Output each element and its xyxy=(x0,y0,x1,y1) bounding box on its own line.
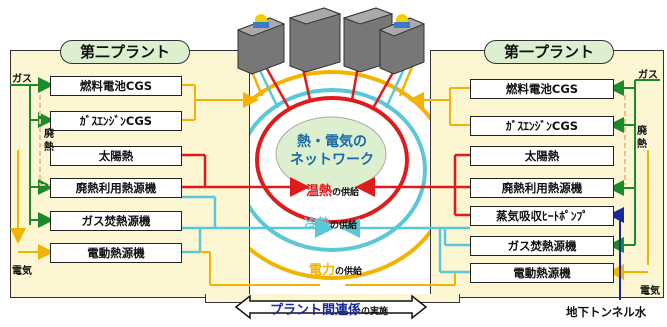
network-title-line1: 熱・電気の xyxy=(297,134,367,150)
bottom-double-arrow xyxy=(234,294,428,320)
hot-supply-label: 温熱の供給 xyxy=(306,180,359,199)
plant-linkage-suffix: の実施 xyxy=(361,307,389,317)
right-equipment-gas-engine: ｶﾞｽｴﾝｼﾞﾝCGS xyxy=(470,116,614,136)
electricity-label-left: 電気 xyxy=(12,266,32,277)
waste-heat-label-right: 廃 熱 xyxy=(637,126,647,150)
right-equipment-steam-absorption-heat-pump: 蒸気吸収ﾋｰﾄﾎﾟﾝﾌﾟ xyxy=(470,206,614,226)
hot-supply-suffix: の供給 xyxy=(332,188,360,198)
cold-supply-label: 冷熱の供給 xyxy=(304,213,357,232)
left-hot-lines xyxy=(180,153,310,197)
right-hot-lines xyxy=(355,153,470,217)
gas-label-left: ガス xyxy=(12,74,32,85)
waste-heat-label-left: 廃 熱 xyxy=(44,129,54,153)
right-equipment-electric-chiller: 電動熱源機 xyxy=(470,263,614,283)
power-supply-label: 電力の供給 xyxy=(309,259,362,278)
right-equipment-solar-heat: 太陽熱 xyxy=(470,146,614,166)
hot-supply-main: 温熱 xyxy=(306,184,333,199)
network-title-line2: ネットワーク xyxy=(290,152,374,168)
plant-linkage-main: プラント間連係 xyxy=(270,303,362,318)
left-equipment-gas-engine: ｶﾞｽｴﾝｼﾞﾝCGS xyxy=(50,111,182,131)
underground-water-label: 地下トンネル水 xyxy=(566,305,647,319)
network-title: 熱・電気の ネットワーク xyxy=(286,133,378,169)
left-gas-lines xyxy=(10,77,54,228)
building-icon xyxy=(236,14,286,75)
right-plant-title: 第一プラント xyxy=(484,40,614,64)
left-equipment-solar-heat: 太陽熱 xyxy=(50,146,182,166)
building-icon xyxy=(288,7,342,73)
gas-label-right: ガス xyxy=(638,70,658,81)
network-core xyxy=(275,116,387,192)
left-waste-heat-lines xyxy=(39,95,50,186)
cold-supply-main: 冷熱 xyxy=(304,217,331,232)
right-equipment-waste-heat-chiller: 廃熱利用熱源機 xyxy=(470,178,614,198)
right-gas-lines xyxy=(608,79,660,253)
right-cold-lines xyxy=(340,218,470,274)
left-equipment-gas-fired-chiller: ガス焚熱源機 xyxy=(50,211,182,231)
left-plant-title: 第二プラント xyxy=(60,40,190,64)
building-icon xyxy=(378,14,426,75)
left-equipment-waste-heat-chiller: 廃熱利用熱源機 xyxy=(50,178,182,198)
left-cold-lines xyxy=(180,195,335,254)
left-equipment-fuel-cell: 燃料電池CGS xyxy=(50,76,182,96)
right-equipment-fuel-cell: 燃料電池CGS xyxy=(470,79,614,99)
cold-supply-suffix: の供給 xyxy=(330,221,358,231)
power-supply-suffix: の供給 xyxy=(335,267,363,277)
right-equipment-gas-fired-chiller: ガス焚熱源機 xyxy=(470,236,614,256)
electricity-label-right: 電気 xyxy=(640,286,660,297)
power-supply-main: 電力 xyxy=(309,263,336,278)
left-equipment-electric-chiller: 電動熱源機 xyxy=(50,243,182,263)
plant-linkage-label: プラント間連係の実施 xyxy=(270,299,388,318)
